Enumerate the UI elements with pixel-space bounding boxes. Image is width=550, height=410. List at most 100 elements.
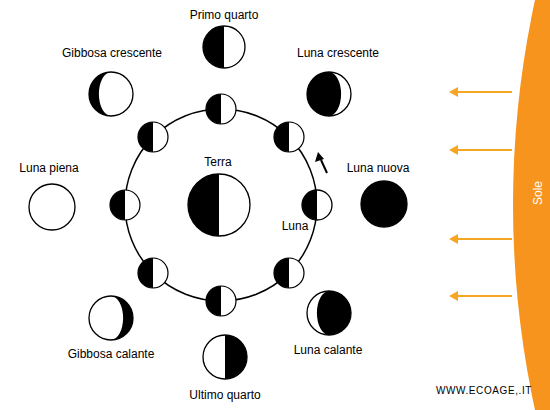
moon-disc xyxy=(27,182,77,232)
disc-outline xyxy=(361,181,407,227)
disc-outline xyxy=(89,72,133,116)
moon-disc xyxy=(305,70,353,118)
lit-side xyxy=(307,291,329,335)
moon-lit-side xyxy=(125,190,140,220)
orbit-moon xyxy=(138,258,168,288)
disc-outline xyxy=(203,26,245,68)
orbit-moon xyxy=(138,122,168,152)
disc-outline xyxy=(89,296,133,340)
moon-dark-side xyxy=(110,190,140,220)
dark-side xyxy=(361,181,407,227)
moon-phase: Gibbosa calante xyxy=(51,294,171,363)
phase-label: Terra xyxy=(204,155,231,169)
orbit-moon xyxy=(110,190,140,220)
ray-head xyxy=(449,145,458,155)
orbit-moon xyxy=(206,286,236,316)
ray-head xyxy=(449,291,458,301)
orbit-moon xyxy=(274,122,304,152)
orbiting-moon: Luna xyxy=(235,188,355,235)
phase-label: Luna crescente xyxy=(297,46,379,60)
earth: Terra xyxy=(158,153,278,238)
lit-side xyxy=(89,296,123,340)
orbit-moon xyxy=(206,94,236,124)
sun-ray xyxy=(456,91,512,93)
orbit-direction-arrow xyxy=(315,152,327,173)
dark-side xyxy=(188,174,250,236)
phase-label: Luna nuova xyxy=(347,161,410,175)
moon-disc xyxy=(201,333,249,381)
lit-side xyxy=(219,174,250,236)
moon-dark-side xyxy=(206,286,236,316)
arrow-head xyxy=(315,152,324,162)
moon-lit-side xyxy=(221,94,236,124)
moon-dark-side xyxy=(138,122,168,152)
phase-label: Luna xyxy=(282,219,309,233)
moon-disc xyxy=(201,24,247,70)
moon-disc xyxy=(87,70,135,118)
lit-side xyxy=(99,72,133,116)
phase-label: Primo quarto xyxy=(190,8,259,22)
sun: Sole xyxy=(505,0,550,410)
moon-outline xyxy=(274,258,304,288)
disc-outline xyxy=(29,184,75,230)
moon-disc xyxy=(186,172,252,238)
moon-disc xyxy=(305,289,353,337)
moon-lit-side xyxy=(289,258,304,288)
lit-side xyxy=(317,190,332,220)
watermark: WWW.ECOAGE,.IT xyxy=(436,385,532,396)
moon-phase: Ultimo quarto xyxy=(165,333,285,404)
sun-ray xyxy=(456,149,512,151)
moon-outline xyxy=(110,190,140,220)
moon-disc xyxy=(300,188,334,222)
moon-disc xyxy=(87,294,135,342)
moon-outline xyxy=(138,258,168,288)
dark-side xyxy=(302,190,332,220)
ray-head xyxy=(449,87,458,97)
moon-phase: Luna calante xyxy=(268,289,388,359)
sun-rays xyxy=(449,87,512,301)
arrow-shaft xyxy=(321,160,327,173)
disc-outline xyxy=(302,190,332,220)
dark-side xyxy=(89,72,133,116)
moon-disc xyxy=(359,179,409,229)
sun-disc xyxy=(513,0,550,410)
moon-outline xyxy=(274,122,304,152)
phase-label: Ultimo quarto xyxy=(189,388,260,402)
lit-side xyxy=(224,26,245,68)
dark-side xyxy=(203,26,245,68)
disc-outline xyxy=(188,174,250,236)
lit-side xyxy=(329,72,351,116)
moon-lit-side xyxy=(289,122,304,152)
moon-dark-side xyxy=(206,94,236,124)
phase-label: Luna calante xyxy=(294,343,363,357)
dark-side xyxy=(307,72,351,116)
moon-outline xyxy=(206,94,236,124)
phase-label: Luna piena xyxy=(19,161,78,175)
moon-outline xyxy=(206,286,236,316)
moon-dark-side xyxy=(274,122,304,152)
disc-outline xyxy=(307,72,351,116)
sun-ray xyxy=(456,238,512,240)
moon-phase: Gibbosa crescente xyxy=(52,44,172,118)
lit-side xyxy=(203,335,225,379)
phase-label: Gibbosa crescente xyxy=(62,46,162,60)
moon-lit-side xyxy=(153,122,168,152)
dark-side xyxy=(307,291,351,335)
moon-phase: Luna crescente xyxy=(278,44,398,118)
ray-head xyxy=(449,234,458,244)
moon-dark-side xyxy=(274,258,304,288)
moon-phase: Luna nuova xyxy=(318,159,438,229)
moon-dark-side xyxy=(138,258,168,288)
dark-side xyxy=(29,184,75,230)
moon-orbit xyxy=(125,109,317,301)
dark-side xyxy=(89,296,133,340)
moon-phase: Luna piena xyxy=(0,159,109,232)
disc-outline xyxy=(307,291,351,335)
moon-lit-side xyxy=(221,286,236,316)
sun-label: Sole xyxy=(531,181,545,205)
sun-ray xyxy=(456,295,512,297)
moon-outline xyxy=(138,122,168,152)
moon-lit-side xyxy=(153,258,168,288)
dark-side xyxy=(203,335,247,379)
